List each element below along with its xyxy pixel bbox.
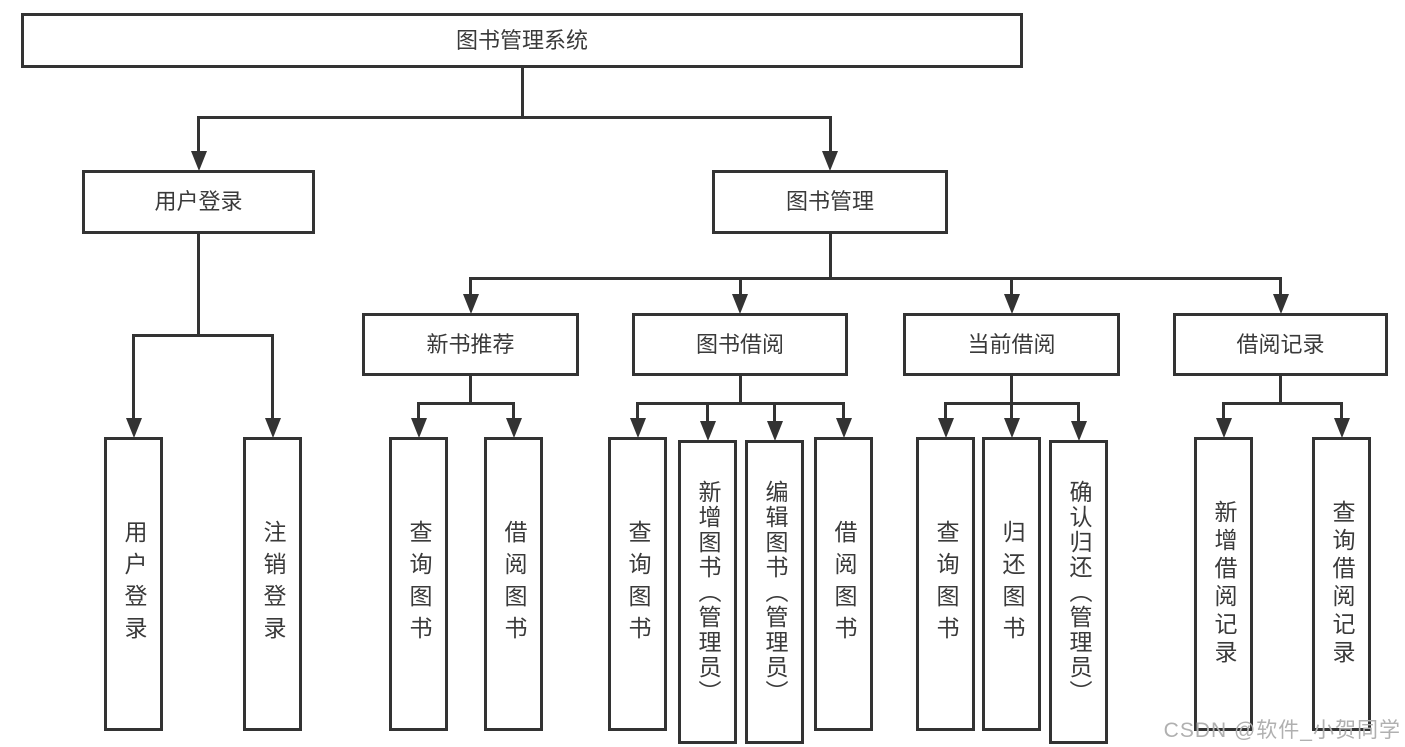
arrowhead-down-icon <box>629 418 646 438</box>
connector-line <box>944 403 947 420</box>
node-confirm-return: 确认归还（管理员） <box>1049 440 1108 744</box>
connector-line <box>636 401 845 405</box>
node-label: 新增借阅记录 <box>1211 500 1237 668</box>
arrowhead-down-icon <box>410 418 427 438</box>
arrowhead-down-icon <box>1215 418 1232 438</box>
connector-line <box>197 117 200 153</box>
connector-line <box>1279 278 1282 296</box>
arrowhead-down-icon <box>766 421 783 441</box>
node-label: 借阅图书 <box>831 520 857 648</box>
node-add-book: 新增图书（管理员） <box>678 440 737 744</box>
node-label: 查询图书 <box>933 520 959 648</box>
node-label: 确认归还（管理员） <box>1066 479 1092 705</box>
node-label: 图书管理系统 <box>455 27 588 53</box>
connector-line <box>469 278 472 296</box>
node-return-book: 归还图书 <box>982 437 1041 731</box>
connector-line <box>132 335 135 420</box>
node-query-book-new: 查询图书 <box>389 437 448 731</box>
connector-line <box>1222 403 1225 420</box>
arrowhead-down-icon <box>699 421 716 441</box>
node-query-book-current: 查询图书 <box>916 437 975 731</box>
arrowhead-down-icon <box>835 418 852 438</box>
node-borrow-records: 借阅记录 <box>1173 313 1388 376</box>
arrowhead-down-icon <box>505 418 522 438</box>
arrowhead-down-icon <box>1333 418 1350 438</box>
node-login: 用户登录 <box>104 437 163 731</box>
connector-line <box>1340 403 1343 420</box>
connector-line <box>1222 401 1343 405</box>
arrowhead-down-icon <box>125 418 142 438</box>
arrowhead-down-icon <box>1003 294 1020 314</box>
arrowhead-down-icon <box>822 151 838 171</box>
node-new-book-rec: 新书推荐 <box>362 313 579 376</box>
node-label: 图书管理 <box>785 189 874 214</box>
node-label: 借阅图书 <box>501 520 527 648</box>
connector-line <box>417 401 515 405</box>
connector-line <box>197 233 200 337</box>
connector-line <box>828 233 832 280</box>
node-book-mgmt: 图书管理 <box>712 170 948 234</box>
node-label: 图书借阅 <box>695 331 784 357</box>
node-label: 查询图书 <box>406 520 432 648</box>
connector-line <box>738 375 742 405</box>
node-user-login: 用户登录 <box>82 170 315 234</box>
connector-line <box>469 276 1282 280</box>
connector-line <box>1077 403 1080 423</box>
node-edit-book: 编辑图书（管理员） <box>745 440 804 744</box>
node-label: 当前借阅 <box>967 331 1056 357</box>
watermark-text: CSDN @软件_小贺同学 <box>1163 719 1401 742</box>
node-label: 新增图书（管理员） <box>695 479 721 705</box>
connector-line <box>636 403 639 420</box>
arrowhead-down-icon <box>732 294 748 314</box>
connector-line <box>197 115 832 119</box>
connector-line <box>1010 278 1013 296</box>
node-label: 借阅记录 <box>1236 331 1325 357</box>
connector-line <box>271 335 274 420</box>
node-label: 新书推荐 <box>426 331 515 357</box>
connector-line <box>417 403 420 420</box>
node-query-borrow-record: 查询借阅记录 <box>1312 437 1371 731</box>
connector-line <box>132 333 274 337</box>
node-add-borrow-record: 新增借阅记录 <box>1194 437 1253 731</box>
connector-line <box>512 403 515 420</box>
connector-line <box>1010 375 1013 405</box>
arrowhead-down-icon <box>190 151 207 171</box>
connector-line <box>842 403 845 420</box>
node-book-borrow: 图书借阅 <box>632 313 848 376</box>
connector-line <box>1279 375 1282 405</box>
node-label: 归还图书 <box>999 520 1025 648</box>
arrowhead-down-icon <box>937 418 954 438</box>
connector-line <box>469 375 472 405</box>
node-label: 注销登录 <box>260 520 286 648</box>
connector-line <box>706 403 709 423</box>
node-label: 编辑图书（管理员） <box>762 479 788 705</box>
arrowhead-down-icon <box>1070 421 1087 441</box>
arrowhead-down-icon <box>462 294 479 314</box>
arrowhead-down-icon <box>1003 418 1020 438</box>
connector-line <box>738 278 742 296</box>
node-label: 用户登录 <box>154 189 243 214</box>
node-query-book-borrow: 查询图书 <box>608 437 667 731</box>
connector-line <box>520 67 524 119</box>
connector-line <box>1010 403 1013 420</box>
node-current-borrow: 当前借阅 <box>903 313 1120 376</box>
connector-line <box>773 403 776 423</box>
node-label: 查询借阅记录 <box>1329 500 1355 668</box>
node-borrow-book-borrow: 借阅图书 <box>814 437 873 731</box>
arrowhead-down-icon <box>264 418 281 438</box>
node-logout: 注销登录 <box>243 437 302 731</box>
node-borrow-book-new: 借阅图书 <box>484 437 543 731</box>
node-root: 图书管理系统 <box>21 13 1023 68</box>
node-label: 用户登录 <box>121 520 147 648</box>
connector-line <box>828 117 832 153</box>
node-label: 查询图书 <box>625 520 651 648</box>
arrowhead-down-icon <box>1272 294 1289 314</box>
